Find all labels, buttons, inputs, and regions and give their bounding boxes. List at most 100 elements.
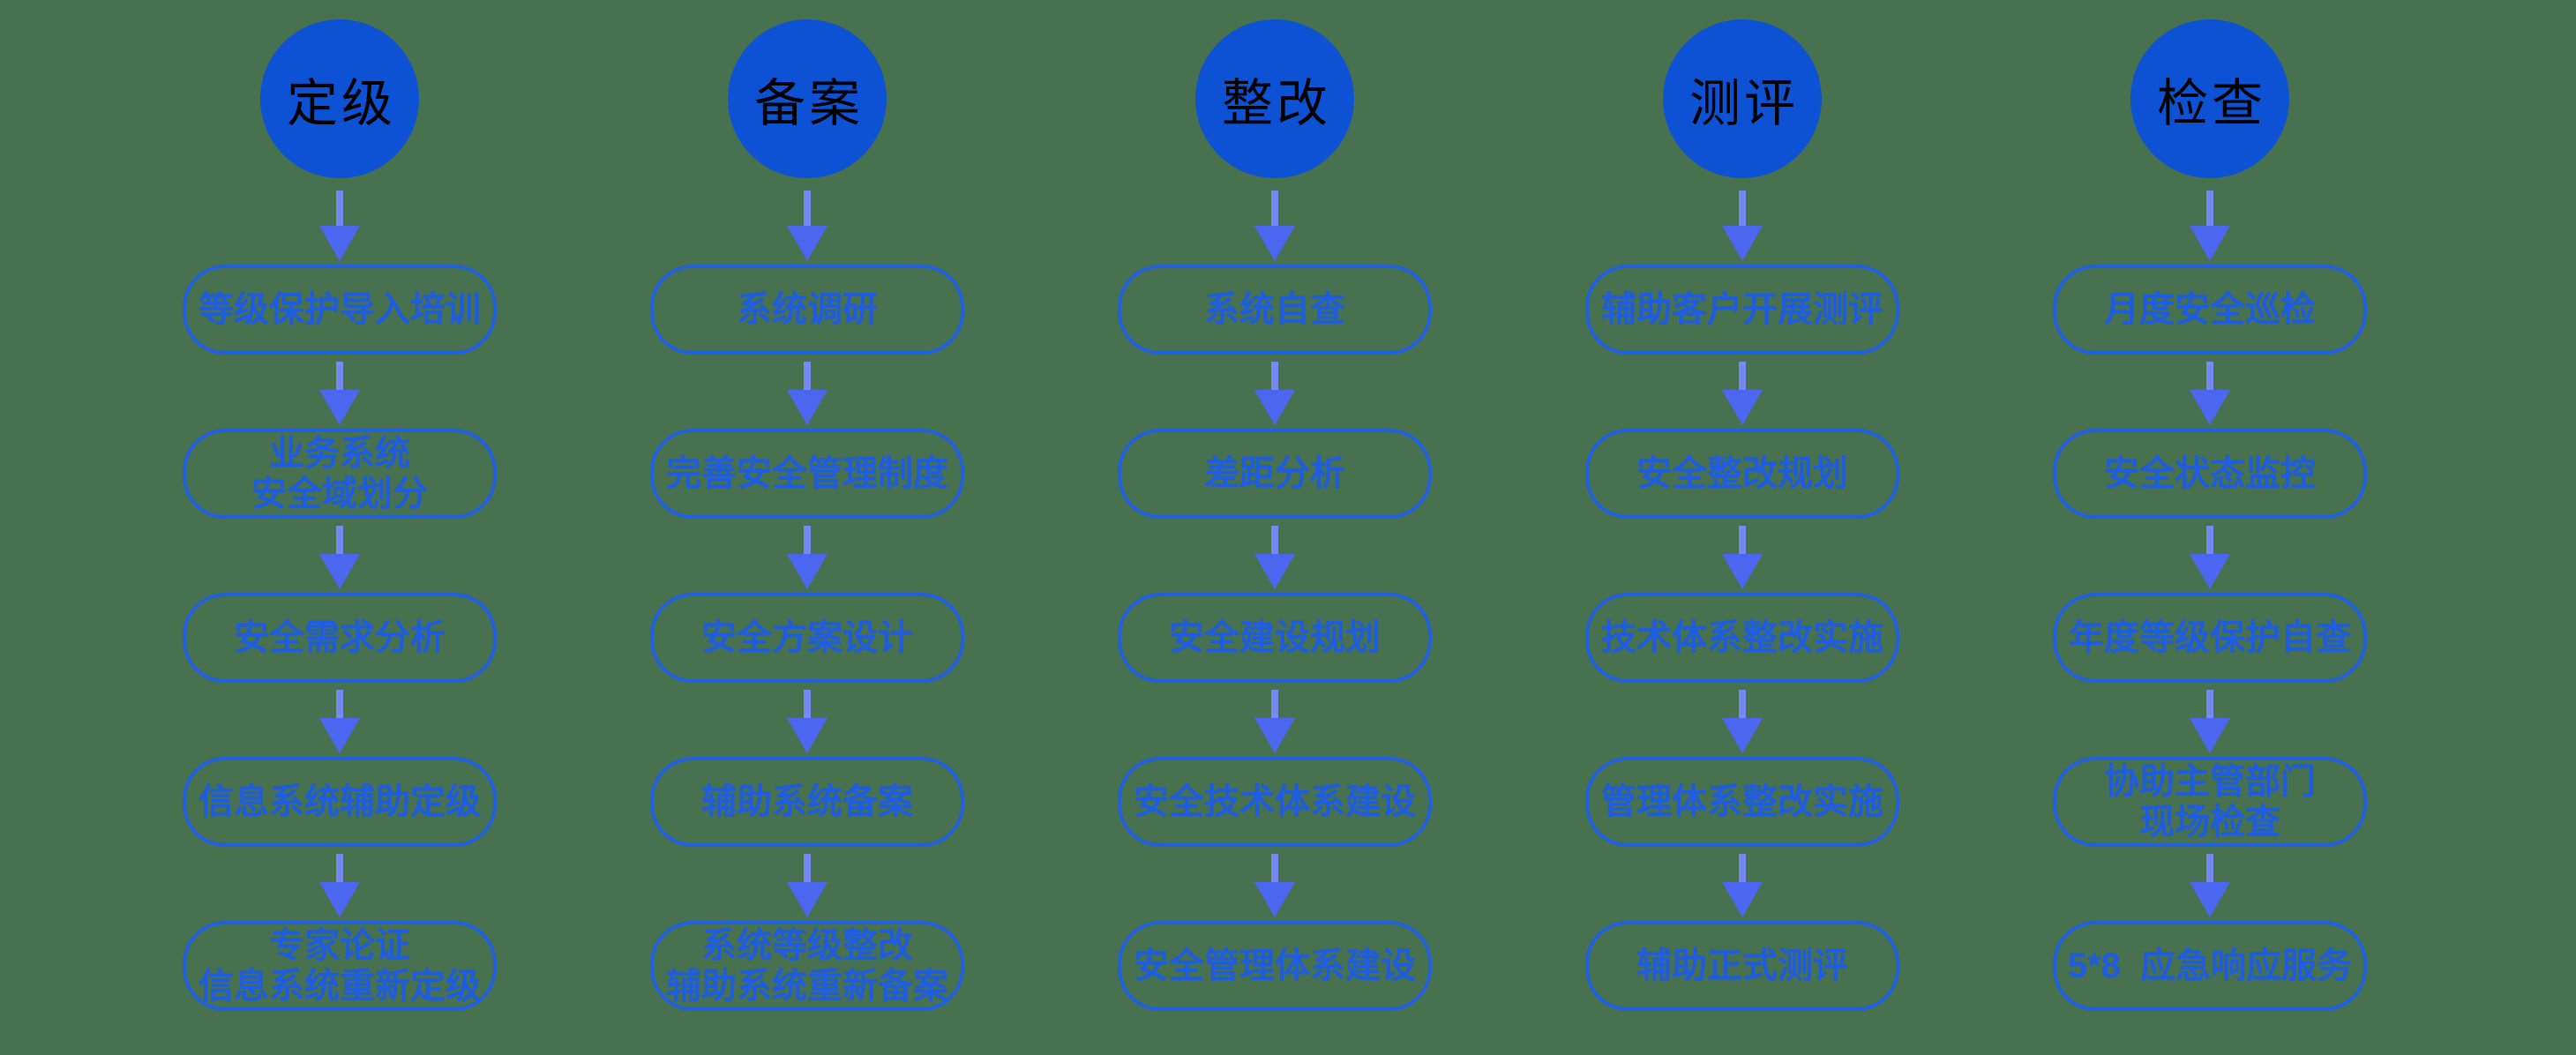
step-box: 5*8 应急响应服务 (2053, 921, 2367, 1011)
step-label: 完善安全管理制度 (666, 454, 948, 493)
arrow-head (1722, 226, 1763, 261)
arrow-head (1722, 718, 1763, 753)
step-box: 管理体系整改实施 (1585, 757, 1899, 847)
step-box: 安全建设规划 (1118, 593, 1432, 683)
step-label: 等级保护导入培训 (198, 290, 481, 329)
step-box: 系统自查 (1118, 265, 1432, 355)
step-label: 年度等级保护自查 (2069, 618, 2351, 657)
step-label: 专家论证 信息系统重新定级 (198, 926, 481, 1006)
arrow-stem (336, 690, 343, 718)
arrow-head (1254, 554, 1295, 589)
arrow-stem (336, 526, 343, 554)
step-box: 年度等级保护自查 (2053, 593, 2367, 683)
stage-circle-rectification: 整改 (1195, 19, 1354, 178)
arrow-head (787, 226, 827, 261)
arrow-stem (1739, 362, 1746, 390)
step-label: 安全需求分析 (234, 618, 446, 657)
stage-circle-filing: 备案 (728, 19, 887, 178)
arrow-down-icon (1722, 519, 1763, 593)
arrow-down-icon (1722, 683, 1763, 757)
stage-column-rectification: 整改 系统自查 差距分析 安全建设规划 安全技术体系建设 (1118, 19, 1432, 1055)
arrow-head (2190, 718, 2230, 753)
step-label: 协助主管部门 现场检查 (2104, 762, 2316, 842)
arrow-down-icon (319, 847, 360, 921)
arrow-down-icon (1254, 178, 1295, 265)
step-box: 安全方案设计 (650, 593, 964, 683)
step-box: 专家论证 信息系统重新定级 (183, 921, 497, 1011)
step-label: 安全建设规划 (1169, 618, 1381, 657)
step-box: 月度安全巡检 (2053, 265, 2367, 355)
arrow-down-icon (787, 178, 827, 265)
stage-circle-grading: 定级 (260, 19, 419, 178)
arrow-head (319, 226, 360, 261)
step-label: 系统自查 (1204, 290, 1345, 329)
arrow-stem (804, 362, 811, 390)
step-label: 安全整改规划 (1636, 454, 1848, 493)
step-label: 辅助正式测评 (1636, 947, 1848, 985)
step-box: 安全需求分析 (183, 593, 497, 683)
arrow-down-icon (1722, 178, 1763, 265)
step-label: 安全状态监控 (2104, 454, 2316, 493)
arrow-down-icon (319, 178, 360, 265)
step-label: 技术体系整改实施 (1601, 618, 1883, 657)
arrow-head (319, 390, 360, 425)
arrow-down-icon (2190, 519, 2230, 593)
arrow-head (319, 718, 360, 753)
step-box: 辅助正式测评 (1585, 921, 1899, 1011)
step-box: 安全整改规划 (1585, 429, 1899, 519)
arrow-stem (804, 526, 811, 554)
step-label: 信息系统辅助定级 (198, 782, 481, 821)
arrow-head (787, 882, 827, 917)
step-label: 5*8 应急响应服务 (2067, 947, 2353, 985)
step-box: 系统等级整改 辅助系统重新备案 (650, 921, 964, 1011)
arrow-head (1254, 718, 1295, 753)
arrow-down-icon (787, 683, 827, 757)
step-box: 完善安全管理制度 (650, 429, 964, 519)
step-box: 安全状态监控 (2053, 429, 2367, 519)
step-box: 技术体系整改实施 (1585, 593, 1899, 683)
arrow-head (319, 554, 360, 589)
stage-title: 备案 (753, 75, 864, 132)
step-label: 安全方案设计 (701, 618, 913, 657)
arrow-stem (336, 854, 343, 882)
arrow-head (2190, 390, 2230, 425)
arrow-down-icon (2190, 355, 2230, 429)
arrow-stem (1739, 690, 1746, 718)
arrow-head (1722, 390, 1763, 425)
arrow-stem (804, 191, 811, 226)
arrow-stem (804, 690, 811, 718)
arrow-down-icon (787, 355, 827, 429)
arrow-stem (2206, 690, 2213, 718)
step-label: 安全技术体系建设 (1134, 782, 1416, 821)
arrow-head (1722, 882, 1763, 917)
arrow-head (787, 390, 827, 425)
arrow-head (2190, 226, 2230, 261)
arrow-stem (2206, 191, 2213, 226)
arrow-stem (1739, 854, 1746, 882)
arrow-head (1254, 390, 1295, 425)
step-label: 辅助客户开展测评 (1601, 290, 1883, 329)
arrow-head (2190, 882, 2230, 917)
arrow-head (2190, 554, 2230, 589)
arrow-down-icon (319, 519, 360, 593)
arrow-stem (2206, 526, 2213, 554)
step-box: 安全管理体系建设 (1118, 921, 1432, 1011)
arrow-down-icon (2190, 847, 2230, 921)
arrow-head (319, 882, 360, 917)
step-box: 等级保护导入培训 (183, 265, 497, 355)
stage-title: 检查 (2156, 75, 2266, 132)
step-box: 辅助客户开展测评 (1585, 265, 1899, 355)
arrow-stem (1271, 854, 1278, 882)
arrow-stem (804, 854, 811, 882)
step-box: 安全技术体系建设 (1118, 757, 1432, 847)
arrow-stem (1271, 362, 1278, 390)
arrow-down-icon (2190, 178, 2230, 265)
arrow-down-icon (1722, 847, 1763, 921)
step-label: 业务系统 安全域划分 (251, 434, 428, 513)
arrow-stem (1271, 191, 1278, 226)
arrow-stem (336, 362, 343, 390)
step-label: 月度安全巡检 (2104, 290, 2316, 329)
arrow-stem (336, 191, 343, 226)
arrow-down-icon (787, 847, 827, 921)
